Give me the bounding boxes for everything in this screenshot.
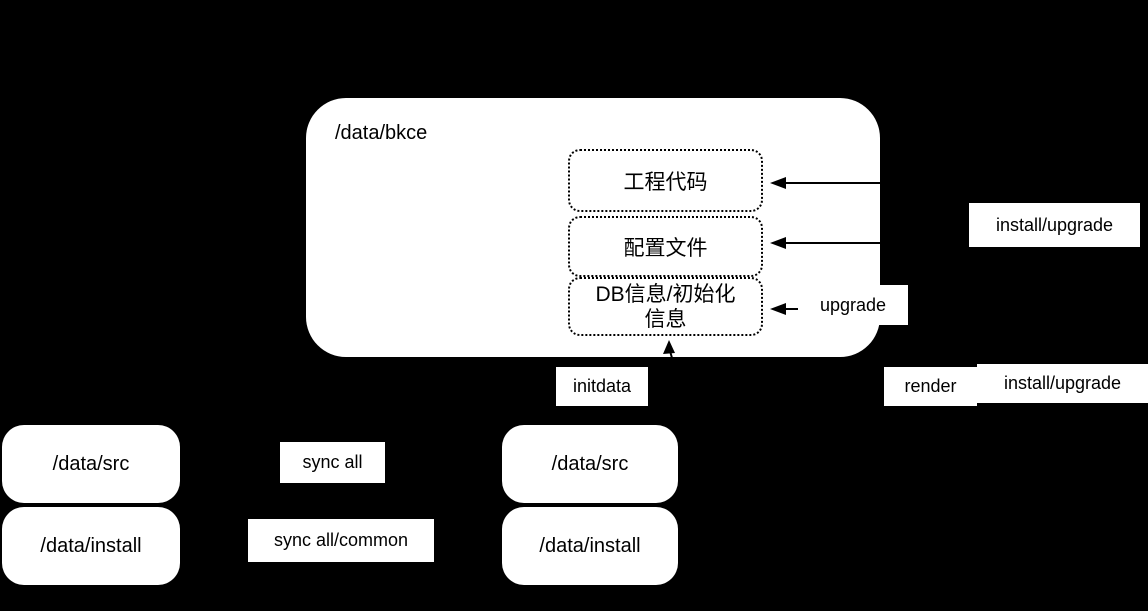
dir-box-left-install: /data/install bbox=[2, 507, 180, 585]
module-label-db-init-info: DB信息/初始化信息 bbox=[595, 282, 736, 331]
dir-box-left-src: /data/src bbox=[2, 425, 180, 503]
module-label-config-file: 配置文件 bbox=[623, 236, 708, 260]
label-install-upgrade-bottom: install/upgrade bbox=[977, 364, 1148, 403]
dir-box-center-install: /data/install bbox=[502, 507, 678, 585]
label-upgrade: upgrade bbox=[798, 285, 908, 325]
bkce-container-title: /data/bkce bbox=[335, 122, 428, 144]
label-sync-all: sync all bbox=[280, 442, 385, 483]
dir-label-center-src: /data/src bbox=[551, 452, 629, 475]
label-install-upgrade-right: install/upgrade bbox=[969, 203, 1140, 247]
dir-box-center-src: /data/src bbox=[502, 425, 678, 503]
dir-label-left-install: /data/install bbox=[40, 534, 142, 557]
dir-label-left-src: /data/src bbox=[52, 452, 130, 475]
dir-label-center-install: /data/install bbox=[539, 534, 641, 557]
label-initdata: initdata bbox=[556, 367, 648, 406]
label-render: render bbox=[884, 367, 977, 406]
module-label-project-code: 工程代码 bbox=[623, 170, 708, 194]
module-box-db-init-info: DB信息/初始化信息 bbox=[568, 277, 763, 336]
module-box-project-code: 工程代码 bbox=[568, 149, 763, 212]
module-box-config-file: 配置文件 bbox=[568, 216, 763, 277]
label-sync-all-common: sync all/common bbox=[248, 519, 434, 562]
